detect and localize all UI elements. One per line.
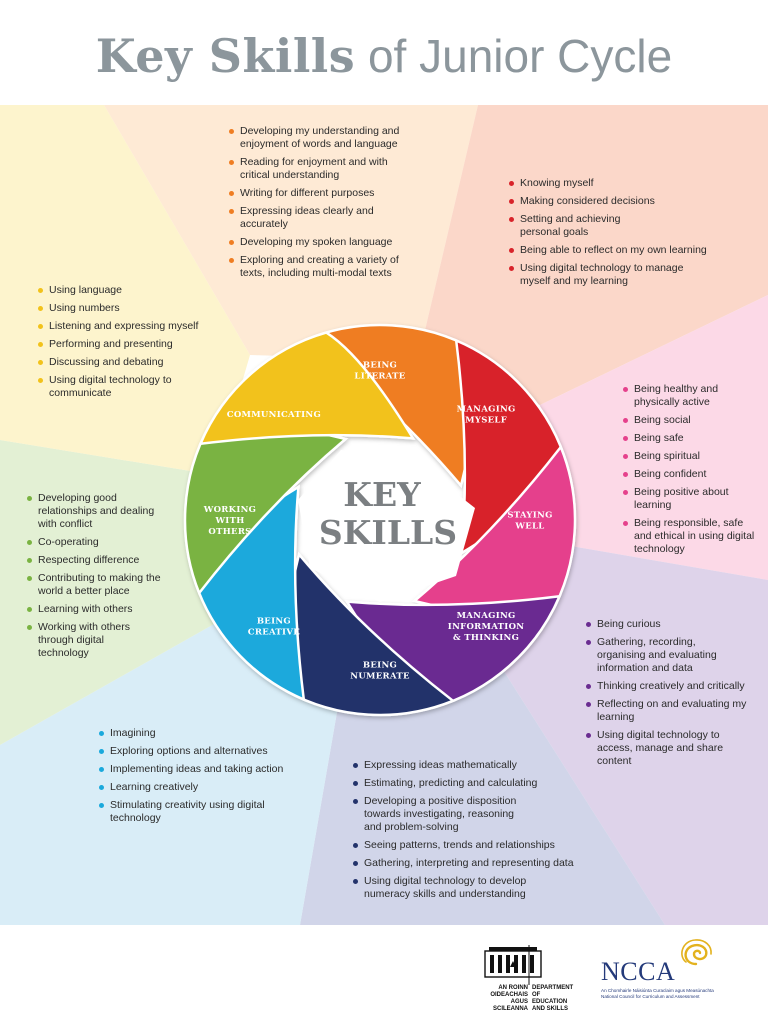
list-staying-well: Being healthy and physically active Bein…	[622, 383, 757, 561]
list-item: Setting and achieving personal goals	[508, 213, 723, 239]
bg-sector-managing-myself	[418, 105, 768, 405]
center-aperture	[298, 450, 475, 602]
list-item: Co-operating	[26, 536, 166, 549]
list-being-numerate: Expressing ideas mathematically Estimati…	[352, 759, 587, 906]
list-item: Developing a positive disposition toward…	[352, 795, 587, 834]
list-item: Developing good relationships and dealin…	[26, 492, 166, 531]
list-item: Making considered decisions	[508, 195, 723, 208]
ncca-swirl-icon	[681, 939, 712, 966]
department-name-irish: AN ROINN OIDEACHAIS AGUS SCILEANNA	[490, 985, 528, 1012]
list-item: Being social	[622, 414, 757, 427]
list-communicating: Using language Using numbers Listening a…	[37, 284, 227, 405]
bg-sector-numerate	[300, 665, 665, 925]
list-item: Performing and presenting	[37, 338, 227, 351]
list-item: Thinking creatively and critically	[585, 680, 757, 693]
bg-sector-literate	[104, 105, 478, 360]
list-item: Estimating, predicting and calculating	[352, 777, 587, 790]
list-item: Knowing myself	[508, 177, 723, 190]
list-item: Expressing ideas mathematically	[352, 759, 587, 772]
list-item: Contributing to making the world a bette…	[26, 572, 166, 598]
list-item: Gathering, interpreting and representing…	[352, 857, 587, 870]
department-name-english: DEPARTMENT OF EDUCATION AND SKILLS	[532, 985, 574, 1012]
list-working-with-others: Developing good relationships and dealin…	[26, 492, 166, 665]
bg-sector-communicating	[0, 105, 250, 475]
list-item: Exploring and creating a variety of text…	[228, 254, 408, 280]
list-item: Discussing and debating	[37, 356, 227, 369]
bg-sector-managing-info	[500, 545, 768, 925]
title-light: of Junior Cycle	[367, 30, 673, 82]
list-item: Using language	[37, 284, 227, 297]
radial-background	[0, 105, 768, 925]
list-item: Implementing ideas and taking action	[98, 763, 303, 776]
list-item: Developing my spoken language	[228, 236, 408, 249]
center-title-line1: KEY	[343, 475, 421, 514]
list-item: Using digital technology to manage mysel…	[508, 262, 723, 288]
list-item: Being safe	[622, 432, 757, 445]
bg-sector-staying-well	[540, 295, 768, 580]
list-item: Expressing ideas clearly and accurately	[228, 205, 408, 231]
list-item: Using digital technology to communicate	[37, 374, 227, 400]
list-item: Using digital technology to develop nume…	[352, 875, 587, 901]
list-item: Developing my understanding and enjoymen…	[228, 125, 408, 151]
list-item: Seeing patterns, trends and relationship…	[352, 839, 587, 852]
list-item: Working with others through digital tech…	[26, 621, 166, 660]
list-item: Being responsible, safe and ethical in u…	[622, 517, 757, 556]
bg-sector-creative	[0, 615, 340, 925]
bg-sector-working	[0, 440, 230, 745]
department-crest-icon	[484, 945, 542, 985]
poster-title: Key Skills of Junior Cycle	[0, 26, 768, 86]
ncca-full-name: An Chomhairle Náisiúnta Curaclaim agus M…	[601, 988, 714, 999]
list-item: Learning creatively	[98, 781, 303, 794]
list-item: Reading for enjoyment and with critical …	[228, 156, 408, 182]
wheel-segment-communicating	[198, 331, 416, 446]
list-item: Using digital technology to access, mana…	[585, 729, 757, 768]
list-item: Gathering, recording, organising and eva…	[585, 636, 757, 675]
ncca-logo-text: NCCA	[601, 957, 676, 986]
list-item: Being able to reflect on my own learning	[508, 244, 723, 257]
list-item: Writing for different purposes	[228, 187, 408, 200]
list-item: Being positive about learning	[622, 486, 757, 512]
list-item: Using numbers	[37, 302, 227, 315]
list-being-literate: Developing my understanding and enjoymen…	[228, 125, 408, 285]
list-item: Being curious	[585, 618, 757, 631]
list-item: Listening and expressing myself	[37, 320, 227, 333]
list-item: Being healthy and physically active	[622, 383, 757, 409]
list-item: Stimulating creativity using digital tec…	[98, 799, 303, 825]
center-title-line2: SKILLS	[319, 513, 457, 552]
list-item: Reflecting on and evaluating my learning	[585, 698, 757, 724]
list-item: Learning with others	[26, 603, 166, 616]
list-item: Respecting difference	[26, 554, 166, 567]
list-being-creative: Imagining Exploring options and alternat…	[98, 727, 303, 830]
list-item: Imagining	[98, 727, 303, 740]
wheel-label-communicating: COMMUNICATING	[227, 410, 321, 420]
list-item: Exploring options and alternatives	[98, 745, 303, 758]
list-managing-myself: Knowing myself Making considered decisio…	[508, 177, 723, 293]
title-bold: Key Skills	[95, 29, 356, 83]
list-item: Being spiritual	[622, 450, 757, 463]
list-item: Being confident	[622, 468, 757, 481]
list-managing-information: Being curious Gathering, recording, orga…	[585, 618, 757, 773]
